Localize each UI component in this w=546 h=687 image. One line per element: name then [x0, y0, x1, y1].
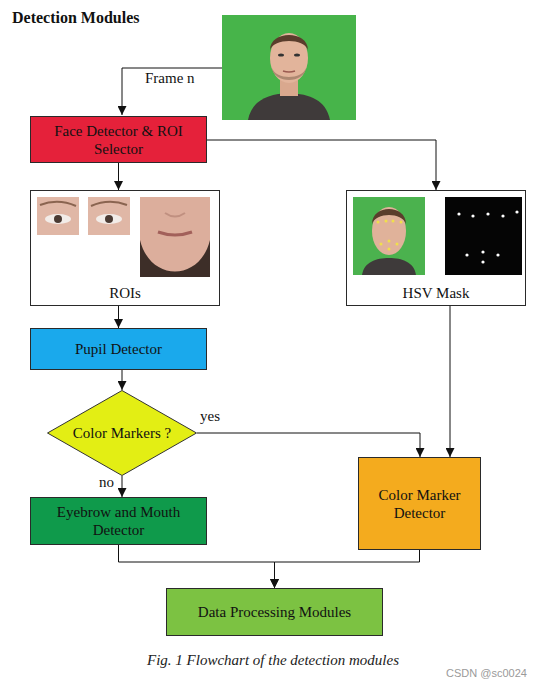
- flow-arrow: [275, 550, 420, 588]
- node-text: Data Processing Modules: [198, 603, 351, 621]
- flow-arrow: [450, 306, 451, 457]
- watermark: CSDN @sc0024: [446, 667, 527, 679]
- node-text: Face Detector & ROI Selector: [41, 122, 196, 158]
- node-text: Color Marker Detector: [369, 486, 470, 522]
- flow-arrow: [122, 476, 123, 497]
- hsv-face-photo: [353, 197, 425, 275]
- flow-arrow: [118, 306, 119, 328]
- roi-mouth: [140, 197, 210, 277]
- image-panel: HSV Mask: [346, 190, 526, 306]
- frame-input-line: [122, 68, 222, 115]
- node-text: Pupil Detector: [75, 340, 162, 358]
- hsv-mask-image: [445, 197, 522, 275]
- node-text: Color Markers ?: [73, 424, 171, 442]
- process-box: Eyebrow and Mouth Detector: [30, 497, 207, 545]
- node-text: HSV Mask: [403, 284, 470, 302]
- figure-caption: Fig. 1 Flowchart of the detection module…: [0, 652, 546, 669]
- edge-label: yes: [200, 408, 220, 425]
- roi-eye-right: [88, 197, 130, 235]
- flow-arrow: [207, 140, 436, 190]
- input-frame-photo: [222, 15, 356, 120]
- flow-arrow: [197, 433, 420, 457]
- roi-eye-left: [37, 197, 79, 235]
- frame-label: Frame n: [145, 70, 195, 87]
- flow-arrow: [118, 163, 119, 190]
- image-panel: ROIs: [30, 190, 220, 306]
- decision-diamond: Color Markers ?: [47, 390, 197, 476]
- node-text: ROIs: [109, 284, 141, 302]
- diamond-shape: [48, 391, 197, 476]
- flow-arrow: [119, 545, 275, 588]
- process-box: Data Processing Modules: [166, 588, 383, 636]
- node-text: Eyebrow and Mouth Detector: [41, 503, 196, 539]
- process-box: Color Marker Detector: [358, 457, 481, 550]
- edge-label: no: [99, 474, 114, 491]
- process-box: Pupil Detector: [30, 328, 207, 370]
- process-box: Face Detector & ROI Selector: [30, 116, 207, 163]
- diagram-title: Detection Modules: [12, 9, 140, 27]
- flow-arrow: [122, 370, 123, 390]
